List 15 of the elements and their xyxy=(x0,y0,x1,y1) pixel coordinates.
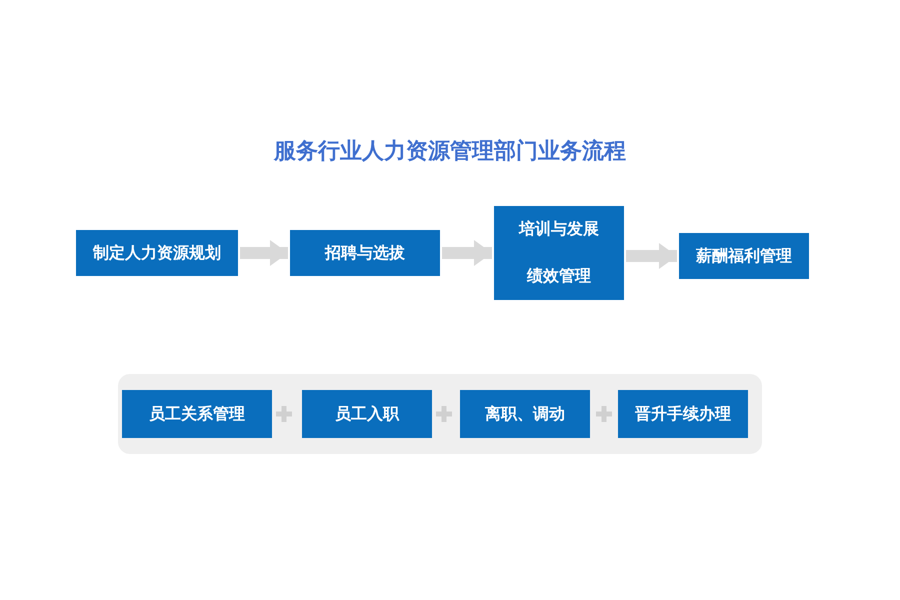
process-box xyxy=(494,206,624,300)
process-box: 薪酬福利管理 xyxy=(679,233,809,279)
box-text: 培训与发展 xyxy=(519,219,599,240)
process-box: 离职、调动 xyxy=(460,390,590,438)
process-box: 晋升手续办理 xyxy=(618,390,748,438)
group-panel xyxy=(118,374,762,454)
arrow xyxy=(626,243,677,269)
box-text: 绩效管理 xyxy=(527,266,591,287)
process-box: 员工入职 xyxy=(302,390,432,438)
process-box: 制定人力资源规划 xyxy=(76,230,238,276)
arrow xyxy=(240,240,288,266)
process-box: 招聘与选拔 xyxy=(290,230,440,276)
arrow xyxy=(442,240,492,266)
diagram-title: 服务行业人力资源管理部门业务流程 xyxy=(272,138,627,166)
process-box: 员工关系管理 xyxy=(122,390,272,438)
